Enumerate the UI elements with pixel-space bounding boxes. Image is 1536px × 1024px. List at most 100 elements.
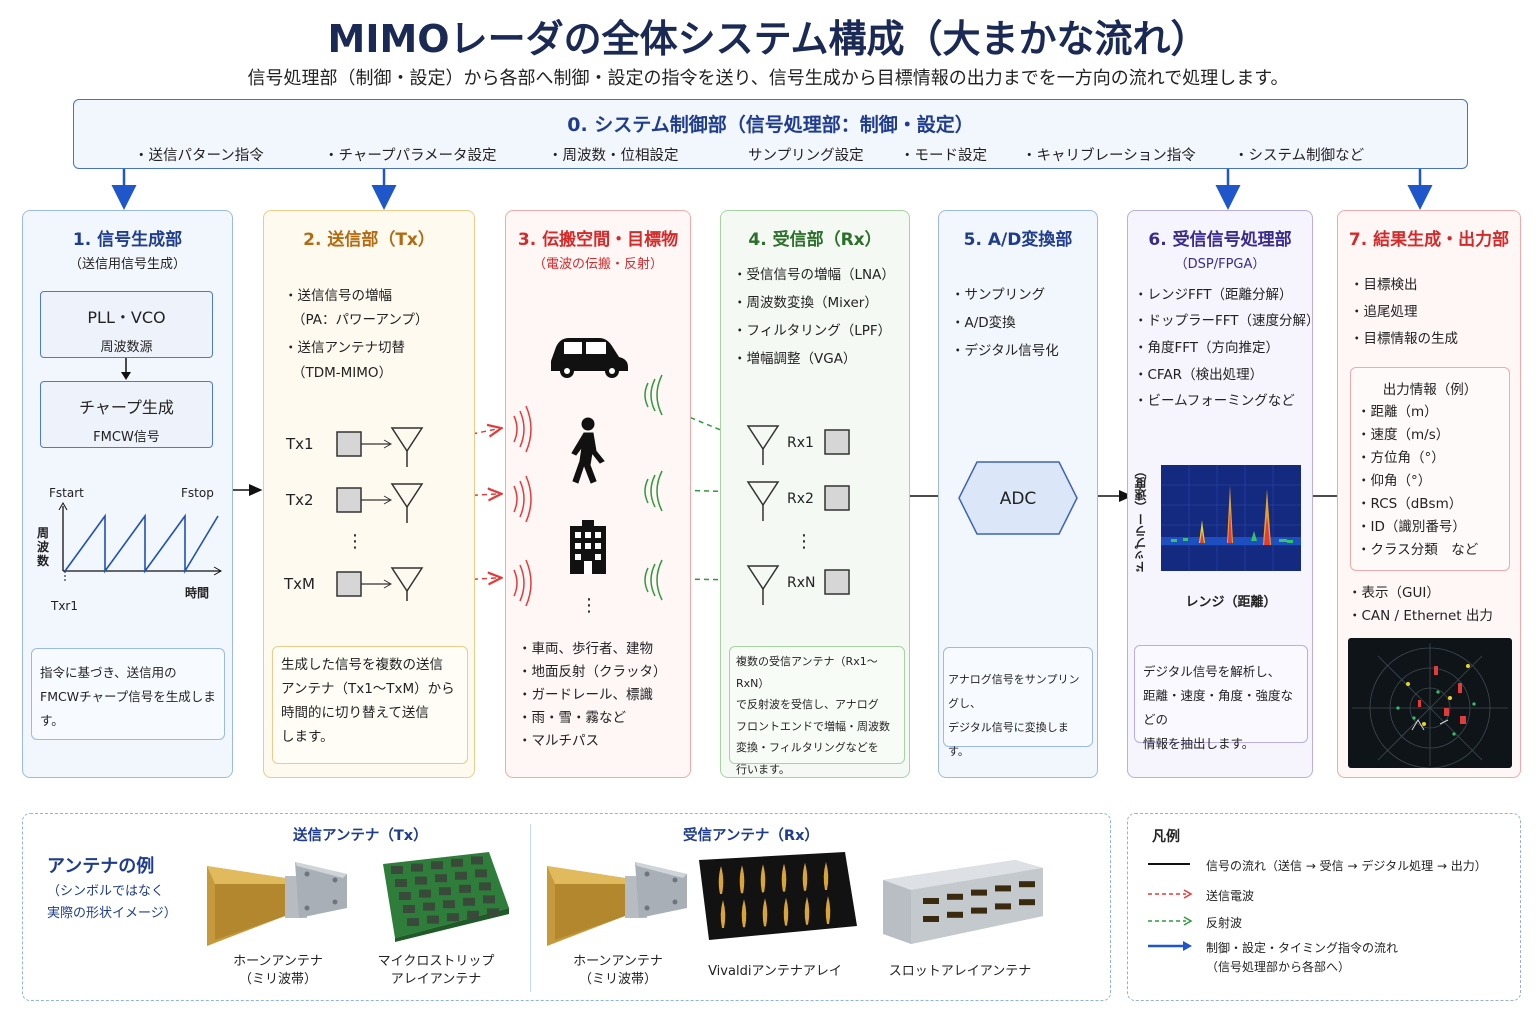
chart-fstop: Fstop bbox=[181, 486, 214, 500]
desc-line: 情報を抽出します。 bbox=[1143, 736, 1255, 751]
control-item: ・送信パターン指令 bbox=[134, 148, 264, 164]
patch-element bbox=[455, 871, 467, 880]
col-item: ・サンプリング bbox=[951, 287, 1046, 303]
control-item: ・周波数・位相設定 bbox=[548, 148, 679, 164]
desc-line: 行います。 bbox=[736, 762, 790, 776]
patch-element bbox=[451, 858, 463, 867]
horn-antenna-image bbox=[207, 862, 347, 946]
vivaldi-element bbox=[781, 863, 787, 892]
tx-antenna-icon bbox=[336, 483, 424, 523]
col-title: 6. 受信信号処理部 bbox=[1148, 230, 1292, 250]
tx-label: TxM bbox=[284, 575, 315, 593]
patch-element bbox=[475, 869, 487, 878]
tx-antenna-icon bbox=[336, 427, 424, 467]
antenna-label: スロットアレイアンテナ bbox=[888, 964, 1032, 979]
col-item: ・車両、歩行者、建物 bbox=[518, 641, 653, 657]
system-control-box: 0. システム制御部（信号処理部：制御・設定） ・送信パターン指令 ・チャープパ… bbox=[73, 99, 1468, 169]
tx-label: Tx2 bbox=[286, 491, 314, 509]
rx-label: RxN bbox=[787, 575, 816, 591]
legend: 凡例 信号の流れ（送信 → 受信 → デジタル処理 → 出力） 送信電波 反射波… bbox=[1127, 813, 1521, 1001]
info-item: ・ID（識別番号） bbox=[1357, 519, 1466, 535]
desc-line: で反射波を受信し、アナログ bbox=[736, 698, 879, 711]
col-item: ・CFAR（検出処理） bbox=[1134, 367, 1264, 383]
patch-element bbox=[463, 897, 475, 906]
slot-element bbox=[923, 898, 939, 904]
col-item: ・A/D変換 bbox=[951, 315, 1016, 331]
col2-desc: 生成した信号を複数の送信 アンテナ（Tx1～TxM）から 時間的に切り替えて送信… bbox=[272, 646, 468, 764]
vivaldi-element bbox=[760, 864, 766, 893]
vivaldi-element bbox=[741, 899, 747, 928]
patch-element bbox=[395, 879, 407, 887]
col-item: ・ビームフォーミングなど bbox=[1134, 393, 1295, 409]
box-title: PLL・VCO bbox=[87, 308, 166, 327]
pedestrian-icon bbox=[571, 417, 605, 484]
patch-element bbox=[471, 856, 483, 865]
vivaldi-element bbox=[823, 862, 829, 890]
col-item: ・増幅調整（VGA） bbox=[733, 351, 857, 367]
tx-dots: ⋮ bbox=[346, 531, 364, 552]
control-item: ・キャリブレーション指令 bbox=[1022, 148, 1196, 164]
box-sub: FMCW信号 bbox=[93, 430, 160, 445]
col5-desc: アナログ信号をサンプリングし、 デジタル信号に変換します。 bbox=[943, 647, 1093, 758]
rx-antenna-array bbox=[746, 425, 850, 605]
col-subtitle: （電波の伝搬・反射） bbox=[532, 257, 663, 272]
arrow-down-icon bbox=[121, 358, 131, 380]
antenna-label: Vivaldiアンテナアレイ bbox=[708, 964, 842, 979]
car-icon bbox=[551, 338, 628, 378]
legend-item: 信号の流れ（送信 → 受信 → デジタル処理 → 出力） bbox=[1206, 859, 1487, 873]
desc-line: 複数の受信アンテナ（Rx1～RxN） bbox=[736, 655, 878, 690]
legend-title: 凡例 bbox=[1152, 829, 1180, 845]
tx-antenna-icon bbox=[336, 567, 424, 601]
desc-line: 距離・速度・角度・強度などの bbox=[1143, 688, 1294, 727]
slot-antenna-image bbox=[883, 860, 1043, 944]
antenna-heading-sub: （シンボルではなく bbox=[47, 884, 165, 899]
targets-dots: ⋮ bbox=[580, 595, 598, 616]
vivaldi-element bbox=[762, 898, 768, 927]
adc-block bbox=[958, 461, 1078, 535]
desc-line: アナログ信号をサンプリングし、 bbox=[948, 673, 1080, 710]
col-title: 5. A/D変換部 bbox=[963, 230, 1073, 250]
col-item: ・受信信号の増幅（LNA） bbox=[733, 267, 895, 283]
col-item: ・表示（GUI） bbox=[1348, 585, 1440, 601]
col-item: ・フィルタリング（LPF） bbox=[733, 323, 892, 339]
desc-line: 変換・フィルタリングなどを bbox=[736, 741, 879, 754]
chart-ylabel: 周波数 bbox=[37, 526, 50, 568]
radar-display bbox=[1348, 638, 1512, 768]
slot-element bbox=[947, 911, 963, 918]
patch-element bbox=[415, 876, 427, 885]
box-title: チャープ生成 bbox=[79, 398, 174, 417]
col-title: 2. 送信部（Tx） bbox=[303, 230, 435, 250]
chart-txr: Txr1 bbox=[51, 599, 78, 613]
patch-element bbox=[467, 910, 479, 919]
chart-xlabel: 時間 bbox=[185, 586, 210, 600]
slot-element bbox=[1019, 881, 1035, 888]
col-receiver: 4. 受信部（Rx） ・受信信号の増幅（LNA） ・周波数変換（Mixer） ・… bbox=[720, 210, 910, 778]
col-item: ・目標検出 bbox=[1350, 277, 1418, 293]
rx-label: Rx1 bbox=[787, 435, 814, 451]
patch-element bbox=[391, 866, 403, 874]
info-item: ・仰角（°） bbox=[1357, 473, 1432, 489]
rx-antenna-icon bbox=[746, 425, 850, 465]
adc-label: ADC bbox=[999, 489, 1037, 509]
vivaldi-element bbox=[720, 900, 726, 928]
building-icon bbox=[570, 520, 606, 574]
patch-element bbox=[443, 900, 455, 909]
microstrip-antenna-image bbox=[383, 852, 509, 942]
rx-dots: ⋮ bbox=[795, 531, 813, 552]
slot-element bbox=[995, 903, 1011, 910]
vivaldi-element bbox=[802, 862, 808, 891]
patch-element bbox=[411, 863, 423, 872]
tx-antenna-title: 送信アンテナ（Tx） bbox=[293, 828, 428, 844]
control-item: ・モード設定 bbox=[900, 148, 987, 164]
horn-antenna-image bbox=[547, 862, 687, 946]
page-title: MIMOレーダの全体システム構成（大まかな流れ） bbox=[327, 17, 1209, 61]
col-item: ・目標情報の生成 bbox=[1350, 331, 1458, 347]
range-doppler-map bbox=[1161, 465, 1301, 571]
legend-keys bbox=[1148, 863, 1193, 951]
page-subtitle: 信号処理部（制御・設定）から各部へ制御・設定の指令を送り、信号生成から目標情報の… bbox=[247, 68, 1289, 89]
info-item: ・クラス分類 など bbox=[1357, 542, 1479, 558]
target-graphics bbox=[513, 338, 663, 607]
col-item: ・地面反射（クラッタ） bbox=[518, 664, 667, 680]
desc-line: FMCWチャープ信号を生成します。 bbox=[40, 689, 216, 728]
vivaldi-antenna-image bbox=[699, 852, 857, 940]
